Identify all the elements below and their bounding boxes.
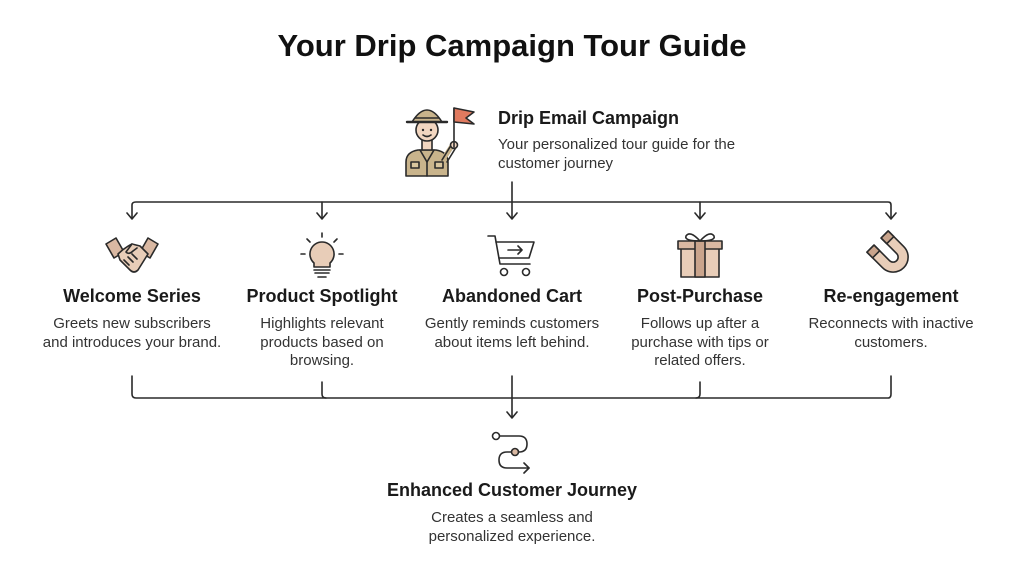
step-description: Reconnects with inactive customers.	[808, 315, 974, 351]
step-re-engagement: Re-engagement Reconnects with inactive c…	[791, 230, 991, 352]
merge-arrow	[506, 375, 518, 419]
guide-title: Drip Email Campaign	[498, 108, 680, 128]
page-title: Your Drip Campaign Tour Guide	[277, 28, 747, 63]
gift-icon	[677, 233, 723, 278]
step-name: Welcome Series	[63, 286, 201, 306]
shopping-cart-icon	[487, 235, 535, 277]
handshake-icon	[105, 237, 159, 273]
step-description: Highlights relevant products based on br…	[260, 315, 384, 369]
branch-arrowheads	[126, 212, 897, 220]
step-welcome-series: Welcome Series Greets new subscribers an…	[32, 230, 232, 352]
step-product-spotlight: Product Spotlight Highlights relevant pr…	[222, 230, 422, 371]
step-description: Greets new subscribers and introduces yo…	[42, 315, 222, 351]
lightbulb-icon	[300, 232, 344, 278]
merge-connector-inner	[321, 381, 701, 399]
guide-description: Your personalized tour guide for the cus…	[498, 136, 736, 172]
tour-guide-icon	[405, 107, 475, 177]
step-post-purchase: Post-Purchase Follows up after a purchas…	[600, 230, 800, 371]
path-route-icon	[491, 431, 530, 474]
step-name: Re-engagement	[823, 286, 959, 306]
step-description: Follows up after a purchase with tips or…	[631, 315, 769, 369]
step-abandoned-cart: Abandoned Cart Gently reminds customers …	[412, 230, 612, 352]
step-description: Gently reminds customers about items lef…	[424, 315, 600, 351]
magnet-icon	[866, 230, 909, 273]
outcome-description: Creates a seamless and personalized expe…	[428, 509, 596, 545]
step-name: Post-Purchase	[636, 286, 764, 306]
outcome-block: Enhanced Customer Journey Creates a seam…	[362, 430, 662, 546]
step-name: Product Spotlight	[246, 286, 398, 306]
step-name: Abandoned Cart	[441, 286, 582, 306]
outcome-title: Enhanced Customer Journey	[386, 480, 638, 500]
